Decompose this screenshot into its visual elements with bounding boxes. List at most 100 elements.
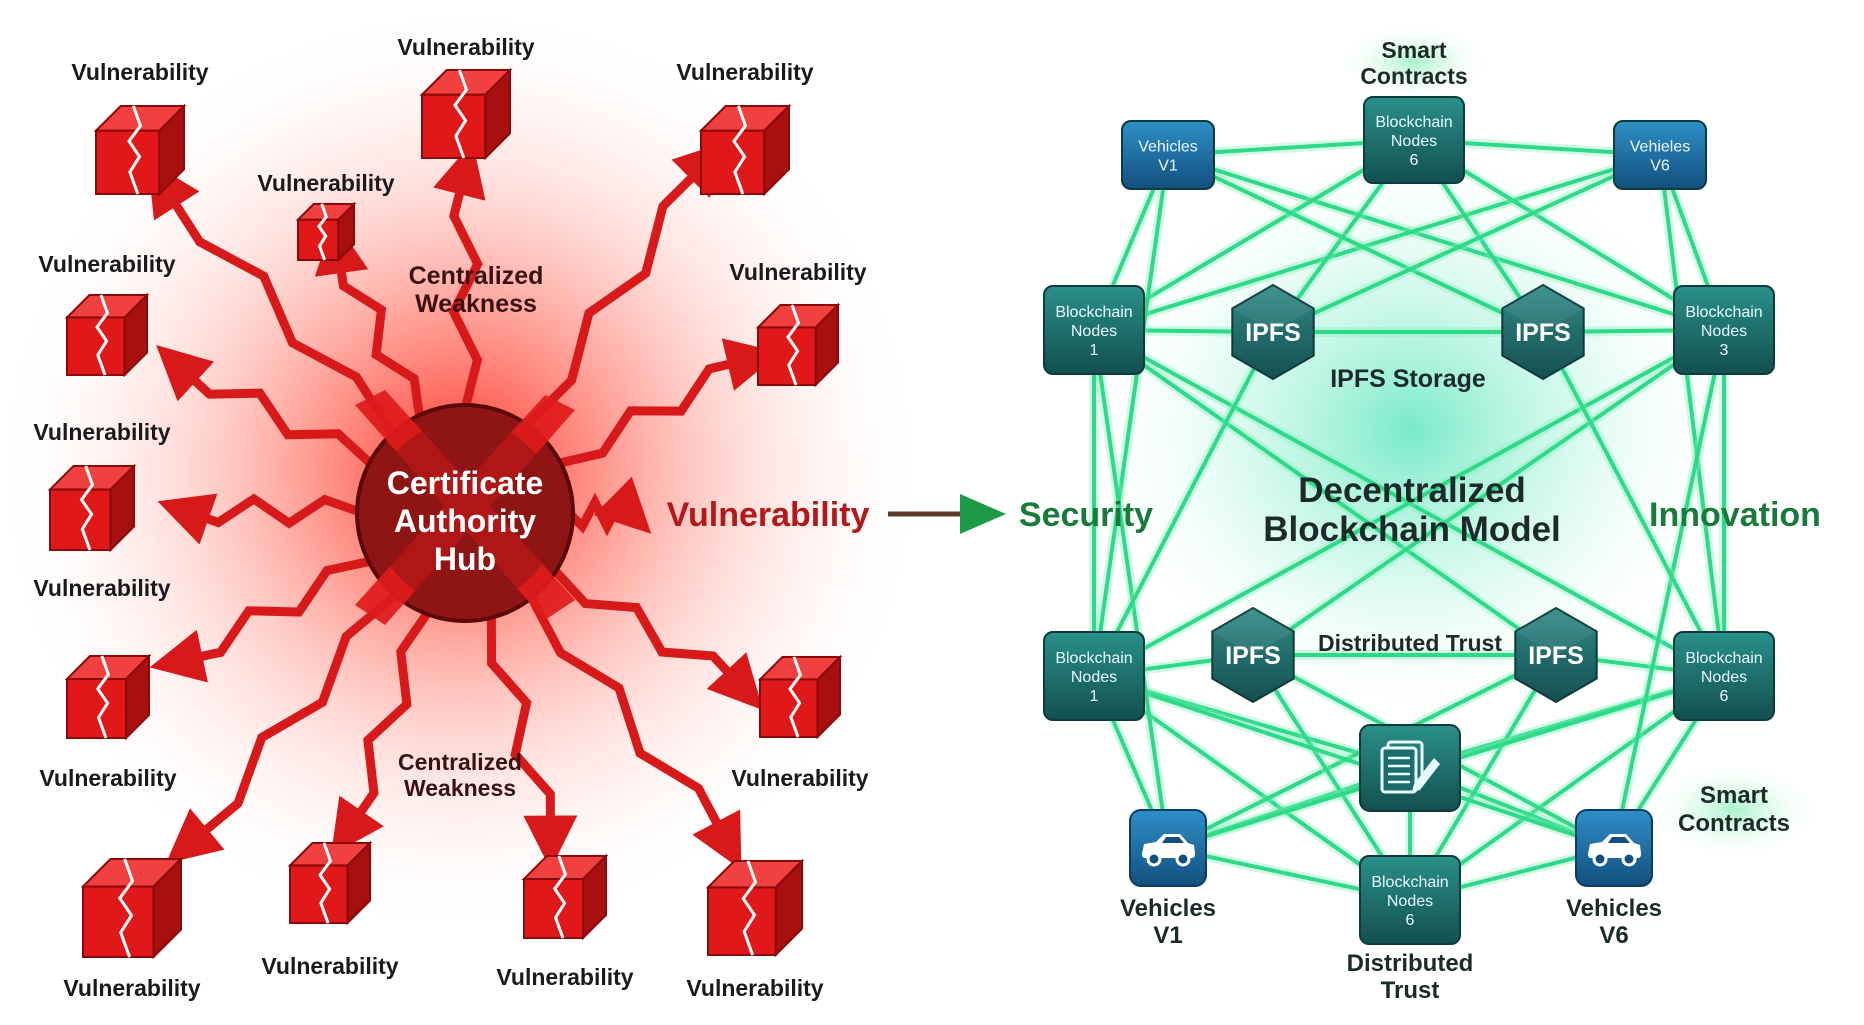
lightning-arrow-icon bbox=[566, 476, 652, 537]
blockchain-nodes-bottom-text: Nodes bbox=[1387, 893, 1433, 910]
vehicles-v6-bottom-line-1: Vehicles bbox=[1566, 895, 1662, 922]
broken-cube-icon bbox=[64, 653, 152, 741]
blockchain-nodes-bottom-text: Blockchain bbox=[1371, 874, 1448, 891]
mesh-link bbox=[1612, 329, 1726, 849]
smart-contract-document-node bbox=[1359, 724, 1461, 812]
hub-line-2: Authority bbox=[394, 503, 536, 539]
vulnerability-arrows bbox=[147, 140, 781, 870]
broken-cube-icon bbox=[287, 840, 373, 926]
vulnerability-label: Vulnerability bbox=[729, 259, 866, 285]
mesh-link bbox=[1093, 328, 1725, 678]
lightning-arrow-icon bbox=[165, 590, 401, 864]
blockchain-nodes-right-lower-text: 6 bbox=[1720, 688, 1729, 705]
document-edit-icon bbox=[1380, 740, 1440, 794]
broken-cube-icon bbox=[47, 463, 137, 553]
mesh-link bbox=[1092, 328, 1558, 657]
broken-cube-icon bbox=[755, 302, 841, 388]
vehicles-v1-bottom-line-1: Vehicles bbox=[1120, 895, 1216, 922]
smart-glow-top bbox=[1334, 22, 1494, 102]
mesh-link bbox=[1093, 153, 1661, 332]
mesh-link bbox=[1658, 154, 1726, 677]
ipfs-hexagon-icon: IPFS bbox=[1501, 283, 1585, 381]
vehicles-v6-top-node-text: Vehieles bbox=[1630, 139, 1691, 156]
lightning-arrow-icon bbox=[550, 566, 764, 711]
lightning-arrow-icon bbox=[147, 160, 398, 439]
blockchain-nodes-top-text: 6 bbox=[1410, 152, 1419, 169]
weakness-bottom-line-1: Centralized bbox=[398, 749, 522, 775]
vehicles-v1-top-node-text: V1 bbox=[1158, 158, 1178, 175]
innovation-label: Innovation bbox=[1649, 496, 1821, 534]
vulnerability-label: Vulnerability bbox=[731, 765, 868, 791]
vehicle-v6-bottom-node bbox=[1575, 809, 1653, 887]
broken-cube-icon bbox=[521, 853, 609, 941]
mesh-link bbox=[1092, 329, 1170, 849]
blockchain-nodes: VehiclesV1VehielesV6BlockchainNodes6Bloc… bbox=[1043, 96, 1775, 945]
vulnerability-cubes: VulnerabilityVulnerabilityVulnerabilityV… bbox=[33, 34, 868, 1001]
blockchain-nodes-left-lower-text: Blockchain bbox=[1055, 650, 1132, 667]
blockchain-nodes-left-lower-text: Nodes bbox=[1071, 669, 1117, 686]
broken-cube-icon bbox=[698, 103, 792, 197]
vulnerability-label: Vulnerability bbox=[397, 34, 534, 60]
ipfs-label: IPFS bbox=[1528, 642, 1584, 670]
mesh-link bbox=[1408, 674, 1726, 902]
blockchain-nodes-right-upper-text: 3 bbox=[1720, 342, 1729, 359]
lightning-arrow-icon bbox=[433, 141, 486, 410]
ipfs-storage-label: IPFS Storage bbox=[1330, 365, 1486, 393]
vulnerability-label: Vulnerability bbox=[71, 59, 208, 85]
blockchain-nodes-bottom-text: 6 bbox=[1406, 912, 1415, 929]
smart-contracts-top-line-1: Smart bbox=[1381, 37, 1447, 63]
vulnerability-label: Vulnerability bbox=[63, 975, 200, 1001]
vulnerability-label: Vulnerability bbox=[38, 251, 175, 277]
mesh-link bbox=[1092, 154, 1170, 677]
vulnerability-label: Vulnerability bbox=[686, 975, 823, 1001]
mesh-link bbox=[1541, 331, 1726, 677]
lightning-arrow-icon bbox=[526, 593, 742, 870]
lightning-arrow-icon bbox=[521, 140, 729, 430]
blockchain-nodes-left-upper-text: Blockchain bbox=[1055, 304, 1132, 321]
distributed-trust-mid-label: Distributed Trust bbox=[1318, 630, 1502, 656]
vulnerability-label: Vulnerability bbox=[676, 59, 813, 85]
car-icon bbox=[1588, 834, 1641, 867]
blockchain-nodes-right-lower-text: Blockchain bbox=[1685, 650, 1762, 667]
car-icon bbox=[1142, 834, 1195, 867]
smart-contracts-right-line-1: Smart bbox=[1700, 782, 1768, 809]
vulnerability-label: Vulnerability bbox=[257, 170, 394, 196]
blockchain-nodes-top-text: Nodes bbox=[1391, 133, 1437, 150]
green-glow bbox=[1080, 130, 1740, 730]
vulnerability-label: Vulnerability bbox=[39, 765, 176, 791]
lightning-arrow-icon bbox=[149, 556, 373, 683]
blockchain-nodes-right-upper-text: Nodes bbox=[1701, 323, 1747, 340]
broken-cube-icon bbox=[80, 856, 184, 960]
mesh-link bbox=[1412, 138, 1726, 332]
ipfs-hexagon-icon: IPFS bbox=[1231, 283, 1315, 381]
lightning-arrow-icon bbox=[156, 345, 375, 469]
lightning-arrow-icon bbox=[556, 338, 781, 468]
vulnerability-label: Vulnerability bbox=[33, 575, 170, 601]
broken-cube-icon bbox=[419, 67, 513, 161]
blockchain-nodes-right-upper-text: Blockchain bbox=[1685, 304, 1762, 321]
ipfs-hexagon-icon: IPFS bbox=[1514, 606, 1598, 704]
mesh-link bbox=[1251, 328, 1726, 657]
vulnerability-label: Vulnerability bbox=[496, 964, 633, 990]
distributed-trust-bottom-line-2: Trust bbox=[1381, 977, 1440, 1004]
mesh-link bbox=[1093, 674, 1615, 850]
mesh-link bbox=[1167, 153, 1544, 334]
center-vulnerability-label: Vulnerability bbox=[667, 496, 870, 534]
vehicles-v1-top-node-text: Vehicles bbox=[1138, 139, 1198, 156]
distributed-trust-bottom-line-1: Distributed bbox=[1347, 950, 1474, 977]
broken-cube-icon bbox=[757, 654, 843, 740]
broken-cube-icon bbox=[64, 292, 150, 378]
smart-contracts-top-line-2: Contracts bbox=[1360, 63, 1467, 89]
smart-contracts-right-line-2: Contracts bbox=[1678, 810, 1790, 837]
security-label: Security bbox=[1019, 496, 1153, 534]
ipfs-label: IPFS bbox=[1225, 642, 1281, 670]
vulnerability-label: Vulnerability bbox=[261, 953, 398, 979]
ipfs-hexagon-icon: IPFS bbox=[1211, 606, 1295, 704]
blockchain-nodes-top-text: Blockchain bbox=[1375, 114, 1452, 131]
